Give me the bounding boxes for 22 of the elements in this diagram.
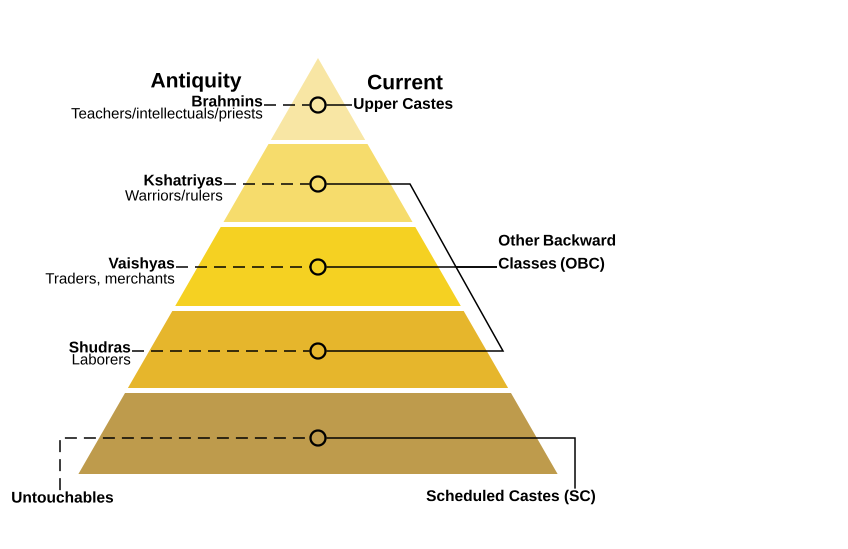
category-label: Other Backward Classes (OBC) [498, 234, 616, 272]
caste-label: Shudras Laborers [69, 341, 130, 365]
connector-line [176, 266, 310, 268]
junction-circle [309, 96, 327, 114]
caste-label: Brahmins Teachers/intellectuals/priests [71, 95, 262, 122]
connector-line [326, 437, 576, 489]
caste-label: Vaishyas Traders, merchants [46, 257, 174, 286]
caste-label: Untouchables [12, 491, 114, 503]
connector-line [326, 266, 504, 352]
connector-line [264, 104, 310, 106]
junction-circle [309, 258, 327, 276]
category-label: Scheduled Castes (SC) [426, 490, 596, 504]
junction-circle [309, 429, 327, 447]
junction-circle [309, 342, 327, 360]
column-heading: Current [368, 74, 443, 90]
caste-label: Kshatriyas Warriors/rulers [125, 174, 222, 201]
connector-line [132, 350, 310, 352]
column-heading: Antiquity [151, 72, 242, 92]
category-label: Upper Castes [354, 98, 452, 112]
junction-circle [309, 175, 327, 193]
connector-line [224, 183, 310, 185]
connector-line [326, 104, 352, 106]
